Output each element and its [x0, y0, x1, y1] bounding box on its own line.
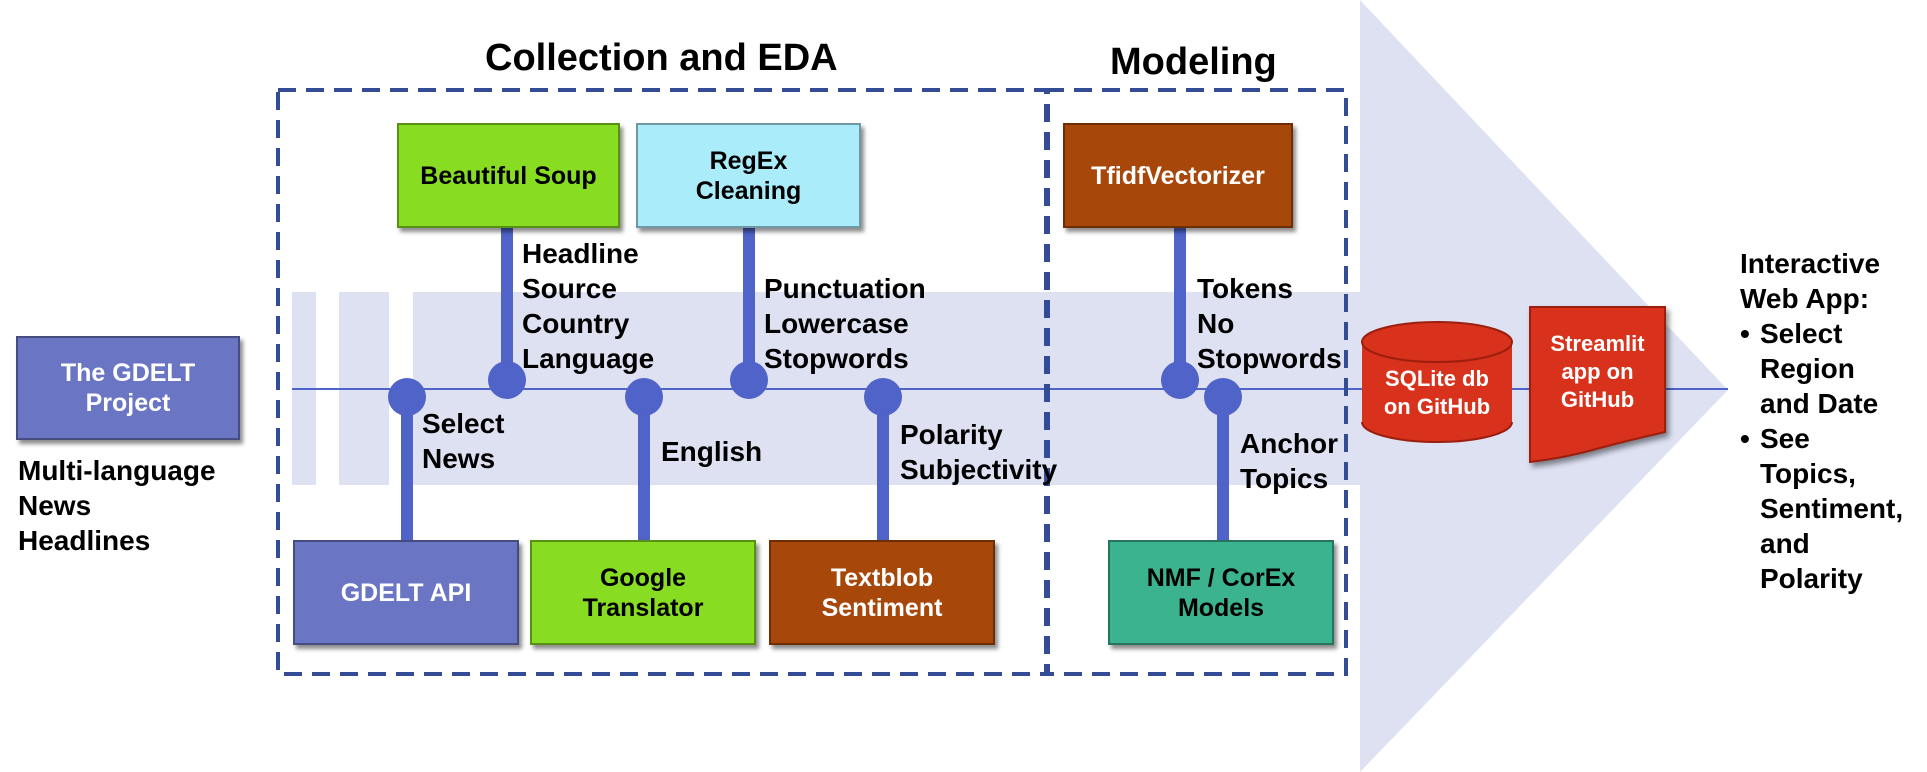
gdelt-project-box: The GDELT Project [16, 336, 240, 440]
web-app-title: Interactive Web App: [1740, 248, 1881, 314]
dot-google-translator [625, 378, 663, 416]
dot-regex [730, 361, 768, 399]
dot-nmf [1204, 378, 1242, 416]
web-app-bullet: •See Topics, Sentiment, and Polarity [1740, 423, 1904, 594]
streamlit-doc-icon [1529, 306, 1666, 464]
beautiful-soup-box: Beautiful Soup [397, 123, 620, 228]
dot-textblob [864, 378, 902, 416]
sqlite-db-icon [1361, 321, 1513, 443]
regex-cleaning-box: RegEx Cleaning [636, 123, 861, 228]
web-app-bullet: •Select Region and Date [1740, 318, 1879, 419]
gdelt-api-box: GDELT API [293, 540, 519, 645]
dot-gdelt-api [388, 378, 426, 416]
sqlite-db-label: SQLite db on GitHub [1383, 366, 1491, 419]
textblob-sentiment-box: Textblob Sentiment [769, 540, 995, 645]
modeling-frame [1044, 88, 1348, 676]
section-title-collection: Collection and EDA [485, 37, 838, 79]
tfidf-vectorizer-box: TfidfVectorizer [1063, 123, 1293, 228]
dot-beautiful-soup [488, 361, 526, 399]
google-translator-box: Google Translator [530, 540, 756, 645]
streamlit-app-label: Streamlit app on GitHub [1550, 331, 1645, 412]
nmf-corex-box: NMF / CorEx Models [1108, 540, 1334, 645]
web-app-bullets: •Select Region and Date •See Topics, Sen… [1740, 316, 1925, 596]
dot-tfidf [1161, 361, 1199, 399]
section-title-modeling: Modeling [1110, 41, 1277, 83]
collection-frame [276, 88, 1050, 676]
label-english: English [661, 436, 763, 467]
web-app-description: Interactive Web App: •Select Region and … [1740, 246, 1925, 596]
